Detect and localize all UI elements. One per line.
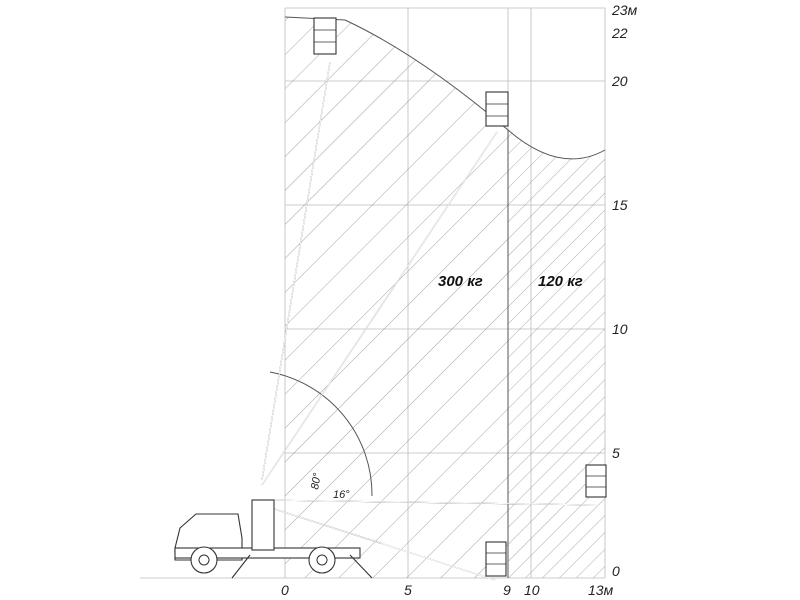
slew-arc: [269, 371, 373, 497]
turret: [251, 499, 275, 551]
x-tick-label: 0: [281, 582, 289, 598]
zone-300kg-label: 300 кг: [438, 273, 483, 290]
x-tick-label: 10: [524, 582, 540, 598]
front-wheel: [190, 546, 218, 574]
y-axis-ticks: 0 5 10 15 20 22 23м: [611, 2, 638, 579]
rear-wheel: [308, 546, 336, 574]
zone-120kg-label: 120 кг: [538, 273, 583, 290]
outrigger-left: [231, 554, 251, 579]
zone-120kg-area: [508, 130, 605, 578]
x-axis-ticks: 0 5 9 10 13м: [281, 582, 614, 598]
truck: [174, 499, 373, 579]
x-tick-label: 5: [404, 582, 412, 598]
y-tick-label: 15: [612, 197, 628, 213]
outrigger-right: [349, 554, 373, 579]
y-tick-label: 10: [612, 321, 628, 337]
boom-lowered: [261, 504, 507, 581]
boom-diagonal: [261, 91, 509, 486]
y-tick-label: 20: [611, 73, 628, 89]
y-tick-label: 5: [612, 445, 620, 461]
zone-300kg-area: [285, 17, 508, 578]
y-tick-label: 23м: [611, 2, 638, 18]
x-tick-label: 13м: [588, 582, 614, 598]
y-tick-label: 0: [612, 563, 620, 579]
boom-vertical: [261, 17, 337, 481]
y-tick-label: 22: [611, 25, 628, 41]
x-tick-label: 9: [503, 582, 511, 598]
angle-80-label: 80°: [309, 471, 324, 490]
angle-16-label: 16°: [333, 489, 350, 501]
boom-horizontal: [261, 464, 607, 506]
